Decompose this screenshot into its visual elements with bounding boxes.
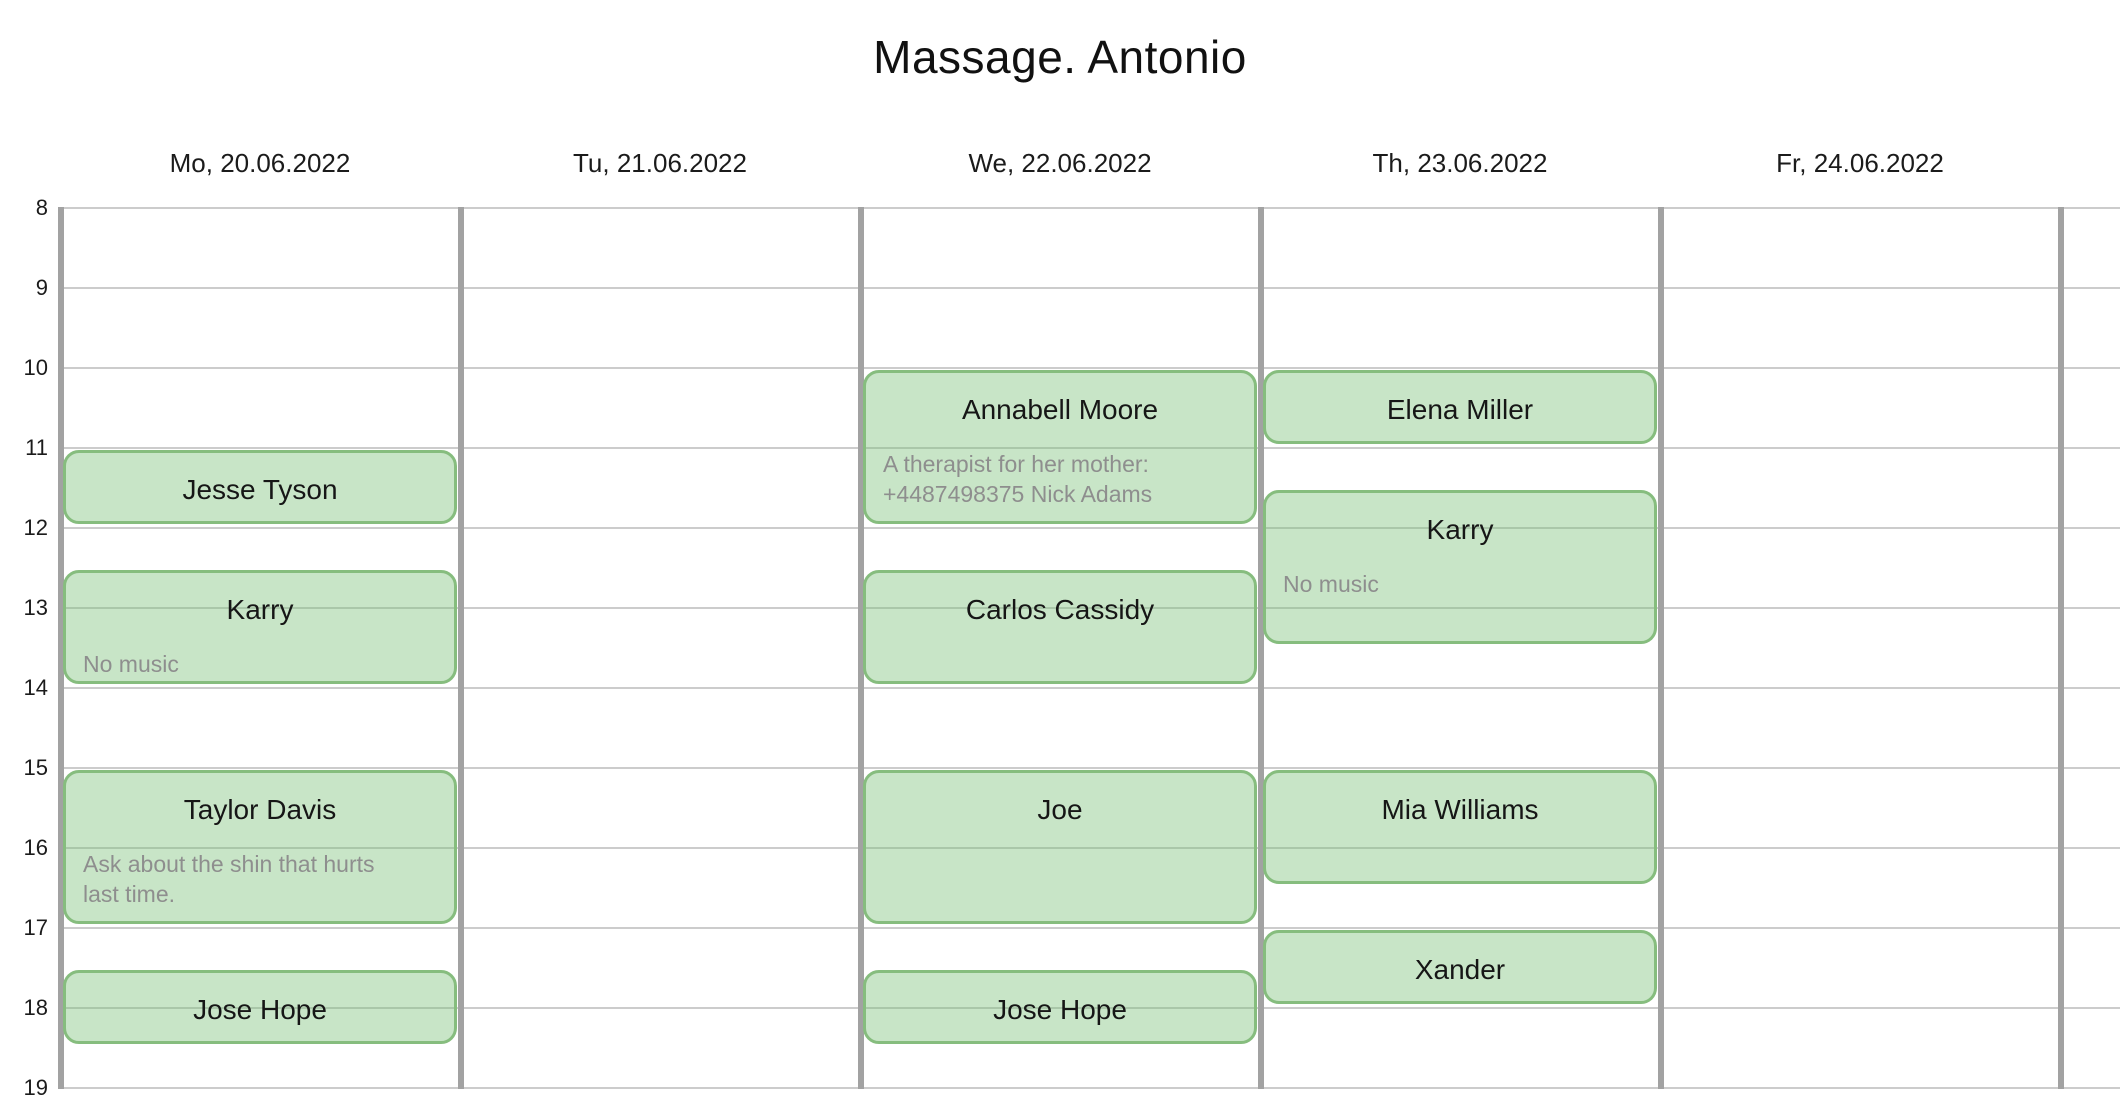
page-title: Massage. Antonio xyxy=(873,31,1247,83)
hour-grid-line xyxy=(58,207,2120,209)
day-separator xyxy=(858,207,864,1089)
hour-label: 12 xyxy=(23,515,48,540)
event-client-name: Jesse Tyson xyxy=(182,474,338,505)
event-annabell-moore[interactable]: Annabell Moore A therapist for her mother… xyxy=(863,370,1257,524)
event-xander[interactable]: Xander xyxy=(1263,930,1657,1004)
event-client-name: Taylor Davis xyxy=(183,794,337,825)
event-client-name: Karry xyxy=(226,594,294,625)
event-client-name: Joe xyxy=(1037,794,1083,825)
event-client-name: Xander xyxy=(1414,954,1506,985)
hour-grid-line xyxy=(58,607,2120,609)
day-header-fr: Fr, 24.06.2022 xyxy=(1776,148,1944,178)
event-carlos-cassidy[interactable]: Carlos Cassidy xyxy=(863,570,1257,684)
hour-label: 11 xyxy=(25,435,48,460)
day-separator xyxy=(1258,207,1264,1089)
hour-grid-line xyxy=(58,847,2120,849)
event-client-name: Elena Miller xyxy=(1386,394,1534,425)
event-note: No music xyxy=(83,651,179,677)
event-jesse-tyson[interactable]: Jesse Tyson xyxy=(63,450,457,524)
hour-label: 18 xyxy=(23,995,48,1020)
event-client-name: Jose Hope xyxy=(993,994,1127,1025)
hour-grid-line xyxy=(58,527,2120,529)
event-karry[interactable]: Karry No music xyxy=(1263,490,1657,644)
hour-label: 15 xyxy=(23,755,48,780)
hour-grid-line xyxy=(58,287,2120,289)
day-header-we: We, 22.06.2022 xyxy=(968,148,1152,178)
hour-grid-line xyxy=(58,447,2120,449)
event-client-name: Karry xyxy=(1426,514,1494,545)
event-client-name: Annabell Moore xyxy=(961,394,1159,425)
hour-grid-line xyxy=(58,687,2120,689)
hour-label: 17 xyxy=(23,915,48,940)
day-header-mo: Mo, 20.06.2022 xyxy=(169,148,351,178)
event-jose-hope[interactable]: Jose Hope xyxy=(63,970,457,1044)
event-note: Ask about the shin that hurts last time. xyxy=(83,851,375,907)
event-joe[interactable]: Joe xyxy=(863,770,1257,924)
day-separator xyxy=(1658,207,1664,1089)
event-karry[interactable]: Karry No music xyxy=(63,570,457,684)
hour-grid-line xyxy=(58,927,2120,929)
event-jose-hope[interactable]: Jose Hope xyxy=(863,970,1257,1044)
hour-label: 9 xyxy=(35,275,48,300)
event-mia-williams[interactable]: Mia Williams xyxy=(1263,770,1657,884)
hour-label: 16 xyxy=(23,835,48,860)
day-header-th: Th, 23.06.2022 xyxy=(1372,148,1548,178)
hour-grid-line xyxy=(58,767,2120,769)
day-separator xyxy=(458,207,464,1089)
hour-label: 19 xyxy=(23,1075,48,1100)
hour-grid-line xyxy=(58,367,2120,369)
event-note: A therapist for her mother: +4487498375 … xyxy=(883,451,1153,507)
event-note: No music xyxy=(1283,571,1379,597)
hour-grid-line xyxy=(58,1007,2120,1009)
day-header-tu: Tu, 21.06.2022 xyxy=(573,148,747,178)
event-client-name: Mia Williams xyxy=(1381,794,1539,825)
event-client-name: Jose Hope xyxy=(193,994,327,1025)
day-separator xyxy=(2058,207,2064,1089)
hour-label: 13 xyxy=(23,595,48,620)
hour-grid-line xyxy=(58,1087,2120,1089)
event-client-name: Carlos Cassidy xyxy=(965,594,1155,625)
hour-label: 14 xyxy=(23,675,48,700)
hour-label: 8 xyxy=(35,195,48,220)
event-elena-miller[interactable]: Elena Miller xyxy=(1263,370,1657,444)
day-separator xyxy=(58,207,64,1089)
hour-label: 10 xyxy=(23,355,48,380)
